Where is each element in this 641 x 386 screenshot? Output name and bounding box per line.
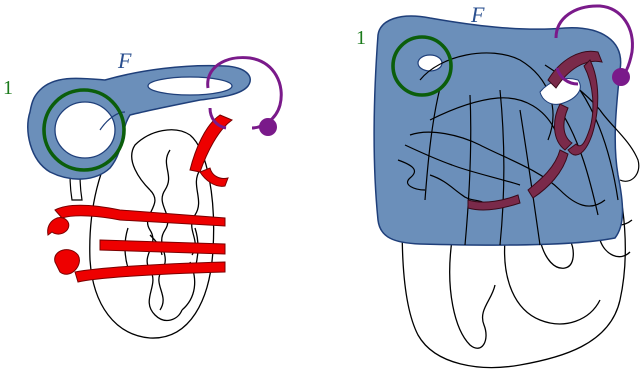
- right-purple-point: [612, 68, 630, 86]
- left-purple-point: [259, 118, 277, 136]
- right-surface-F: [373, 15, 624, 246]
- right-label-1: 1: [356, 27, 366, 49]
- right-label-F: F: [470, 2, 485, 27]
- left-surface-hole-main: [54, 101, 116, 159]
- left-label-F: F: [117, 48, 132, 73]
- left-purple-curve-lower: [208, 107, 227, 130]
- left-surface-hole-slot: [147, 76, 233, 96]
- right-panel: F 1: [356, 2, 640, 369]
- right-purple-curve-lower: [555, 67, 579, 86]
- left-green-curve: [42, 88, 126, 172]
- right-dark-band: [467, 50, 603, 211]
- right-green-curve: [391, 35, 453, 97]
- right-knot-on-surface: [397, 52, 640, 246]
- right-purple-curve: [554, 4, 634, 80]
- left-surface-bridge: [99, 111, 126, 131]
- left-red-bands: [47, 114, 234, 283]
- right-surface-hole: [417, 54, 443, 72]
- left-label-1: 1: [3, 77, 13, 99]
- left-panel: F 1: [3, 48, 283, 339]
